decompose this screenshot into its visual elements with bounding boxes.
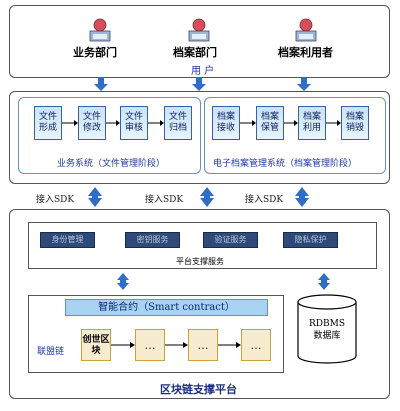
service-privacy-protection: 隐私保护 xyxy=(283,232,338,248)
step-archive-storage: 档案保管 xyxy=(256,106,284,140)
chain-block-2: … xyxy=(188,329,218,361)
step-file-creation: 文件形成 xyxy=(34,106,62,140)
step-file-review: 文件审核 xyxy=(120,106,148,140)
database-icon xyxy=(297,294,357,364)
users-panel xyxy=(9,5,390,78)
service-identity-management: 身份管理 xyxy=(40,232,95,248)
step-label: 档案利用 xyxy=(302,112,321,133)
genesis-block: 创世区块 xyxy=(81,329,111,361)
chain-block-label: … xyxy=(144,339,156,352)
step-label: 档案保管 xyxy=(260,112,279,133)
step-label: 文件归档 xyxy=(168,112,187,133)
step-archive-receiving: 档案接收 xyxy=(212,106,240,140)
chain-block-1: … xyxy=(135,329,165,361)
business-department-icon xyxy=(89,18,111,42)
service-key-service: 密钥服务 xyxy=(125,232,180,248)
step-label: 文件修改 xyxy=(82,112,101,133)
service-label: 验证服务 xyxy=(214,235,247,244)
chain-link-arrows xyxy=(111,342,241,348)
service-chain-arrows xyxy=(117,273,330,290)
role-archive-department: 档案部门 xyxy=(173,46,217,59)
services-label: 平台支撑服务 xyxy=(176,257,224,266)
service-label: 密钥服务 xyxy=(136,235,169,244)
role-archive-user: 档案利用者 xyxy=(278,46,333,59)
sdk-arrows xyxy=(88,187,309,207)
sdk-label-3: 接入SDK xyxy=(245,195,284,205)
step-file-revision: 文件修改 xyxy=(78,106,106,140)
platform-title: 区块链支撑平台 xyxy=(160,383,237,396)
sdk-label-2: 接入SDK xyxy=(145,195,184,205)
service-label: 身份管理 xyxy=(51,235,84,244)
chain-block-3: … xyxy=(241,329,271,361)
chain-block-label: … xyxy=(197,339,209,352)
consortium-label: 联盟链 xyxy=(37,347,65,357)
database-label: RDBMS 数据库 xyxy=(309,319,345,341)
archive-system-label: 电子档案管理系统（档案管理阶段） xyxy=(213,159,358,169)
smart-contract-label: 智能合约（Smart contract） xyxy=(98,302,235,313)
step-label: 档案销毁 xyxy=(345,112,364,133)
step-label: 文件形成 xyxy=(38,112,57,133)
step-label: 文件审核 xyxy=(124,112,143,133)
step-archive-usage: 档案利用 xyxy=(298,106,326,140)
service-label: 隐私保护 xyxy=(294,235,327,244)
step-file-archiving: 文件归档 xyxy=(164,106,192,140)
step-arrows xyxy=(62,120,341,126)
user-to-system-arrows xyxy=(94,77,311,91)
users-label: 用 户 xyxy=(191,66,215,77)
step-label: 档案接收 xyxy=(216,112,235,133)
business-system-label: 业务系统（文件管理阶段） xyxy=(57,159,166,169)
step-archive-destruction: 档案销毁 xyxy=(341,106,369,140)
archive-department-icon xyxy=(188,18,210,42)
genesis-block-label: 创世区块 xyxy=(82,335,110,356)
chain-block-label: … xyxy=(250,339,262,352)
role-business-department: 业务部门 xyxy=(73,46,117,59)
smart-contract-bar: 智能合约（Smart contract） xyxy=(65,299,268,316)
service-verification: 验证服务 xyxy=(203,232,258,248)
archive-user-icon xyxy=(295,18,317,42)
sdk-label-1: 接入SDK xyxy=(36,195,75,205)
